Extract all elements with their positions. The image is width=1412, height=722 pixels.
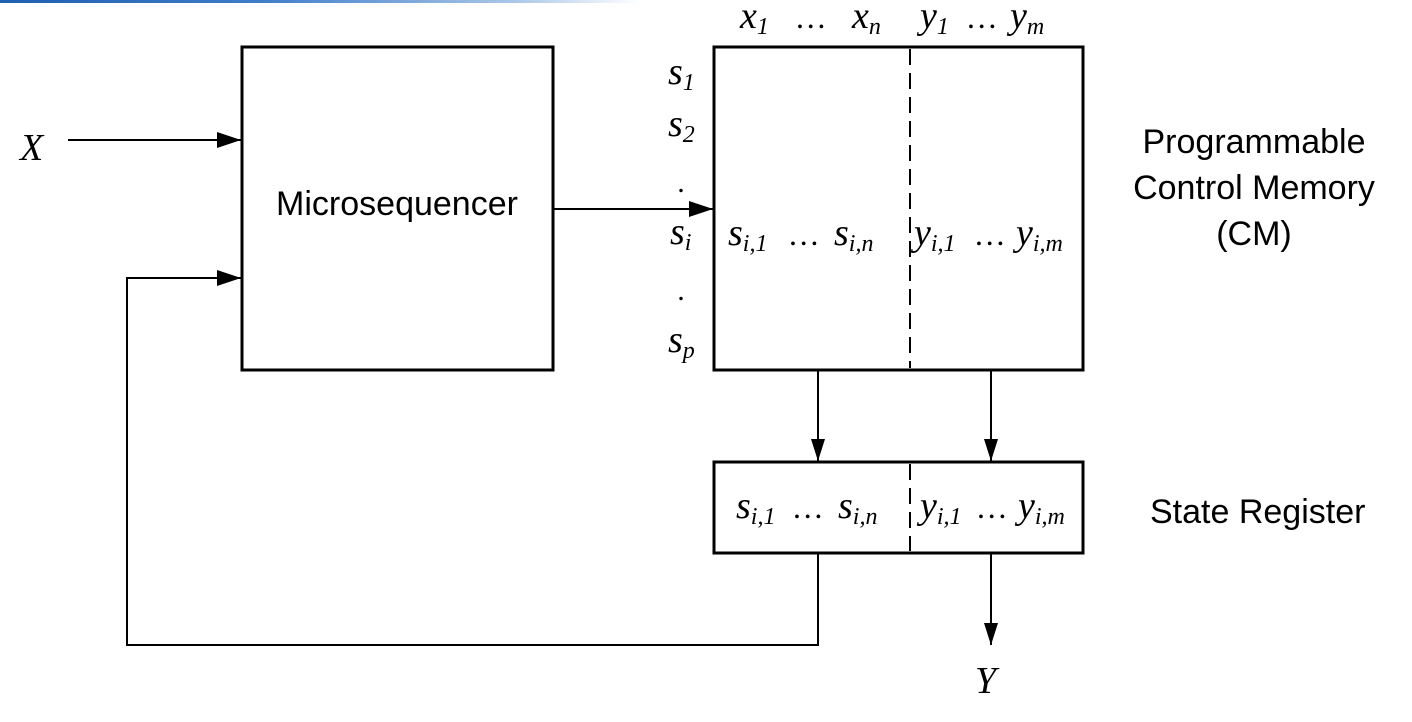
cm-column-headers: x1 … xn y1 … ym bbox=[739, 0, 1044, 40]
header-y-dots: … bbox=[968, 0, 996, 35]
cm-label-line-1: Programmable bbox=[1143, 123, 1366, 161]
cm-s-in: si,n bbox=[834, 212, 873, 257]
reg-s-in: si,n bbox=[838, 485, 877, 530]
cm-row-labels: s1 s2 . si . sp bbox=[668, 51, 695, 364]
feedback-arrow bbox=[126, 270, 819, 646]
input-x-label: X bbox=[18, 127, 45, 169]
reg-s-i1: si,1 bbox=[736, 485, 775, 530]
row-label-dots-2: . bbox=[678, 274, 686, 307]
control-memory-block bbox=[712, 45, 1085, 372]
row-label-si: si bbox=[670, 211, 691, 256]
cm-s-i1: si,1 bbox=[728, 212, 767, 257]
header-x-dots: … bbox=[797, 0, 825, 35]
row-label-dots-1: . bbox=[678, 166, 686, 199]
header-y-first: y1 bbox=[916, 0, 949, 40]
cm-label-line-2: Control Memory bbox=[1133, 169, 1375, 207]
row-label-sp: sp bbox=[668, 319, 695, 364]
cm-row-content: si,1 … si,n yi,1 … yi,m bbox=[728, 212, 1063, 257]
header-x-first: x1 bbox=[739, 0, 769, 40]
reg-y-dots: … bbox=[978, 489, 1006, 525]
row-label-s2: s2 bbox=[668, 103, 695, 148]
cm-y-dots: … bbox=[976, 216, 1004, 252]
header-x-last: xn bbox=[851, 0, 881, 40]
cm-y-im: yi,m bbox=[1012, 212, 1063, 257]
header-y-last: ym bbox=[1006, 0, 1044, 40]
header-accent-bar bbox=[0, 0, 640, 3]
state-register-content: si,1 … si,n yi,1 … yi,m bbox=[736, 485, 1065, 530]
row-label-s1: s1 bbox=[668, 51, 695, 96]
reg-y-im: yi,m bbox=[1014, 485, 1065, 530]
reg-s-dots: … bbox=[794, 489, 822, 525]
reg-y-i1: yi,1 bbox=[916, 485, 962, 530]
cm-s-dots: … bbox=[790, 216, 818, 252]
cm-y-i1: yi,1 bbox=[910, 212, 956, 257]
cm-label-line-3: (CM) bbox=[1216, 215, 1292, 253]
control-memory-label: Programmable Control Memory (CM) bbox=[1133, 123, 1375, 253]
state-register-block bbox=[712, 460, 1085, 555]
microsequencer-label: Microsequencer bbox=[276, 185, 518, 223]
state-register-label: State Register bbox=[1150, 493, 1365, 531]
output-y-label: Y bbox=[975, 660, 1000, 702]
